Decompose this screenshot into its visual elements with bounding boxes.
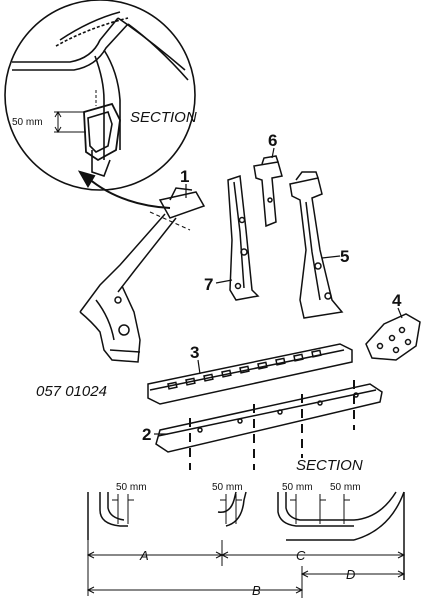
part-label-3: 3 [190, 343, 199, 362]
bottom-dim-50mm-4: 50 mm [330, 482, 361, 493]
part-1-front-pillar [79, 187, 206, 363]
detail-dimension-label: 50 mm [12, 117, 43, 128]
cut-lines [189, 380, 355, 470]
part-label-6: 6 [268, 131, 277, 150]
part-label-1: 1 [180, 167, 189, 186]
part-label-2: 2 [142, 425, 151, 444]
dimension-label-c: C [296, 548, 306, 563]
section-detail-circle [4, 0, 196, 191]
detail-pointer-arrow [77, 170, 171, 209]
part-3-inner-rocker [147, 343, 353, 405]
bottom-dim-50mm-2: 50 mm [212, 482, 243, 493]
dimension-label-a: A [139, 548, 149, 563]
part-2-outer-rocker [155, 383, 383, 453]
part-5-pillar-outer [289, 171, 344, 319]
part-7-pillar [227, 174, 260, 301]
part-label-7: 7 [204, 275, 213, 294]
bottom-dim-50mm-3: 50 mm [282, 482, 313, 493]
dimension-label-b: B [252, 583, 261, 598]
part-6-reinforcement [253, 155, 283, 228]
part-label-5: 5 [340, 247, 349, 266]
figure-code: 057 01024 [36, 383, 107, 400]
dimension-lines [86, 528, 406, 598]
bottom-50mm-markers [112, 494, 350, 524]
section-label-bottom: SECTION [296, 457, 363, 474]
dimension-label-d: D [346, 567, 355, 582]
bottom-section-outline [87, 491, 405, 580]
part-label-4: 4 [392, 291, 402, 310]
bottom-dim-50mm-1: 50 mm [116, 482, 147, 493]
section-label-top: SECTION [130, 109, 197, 126]
part-4-panel [365, 313, 421, 361]
